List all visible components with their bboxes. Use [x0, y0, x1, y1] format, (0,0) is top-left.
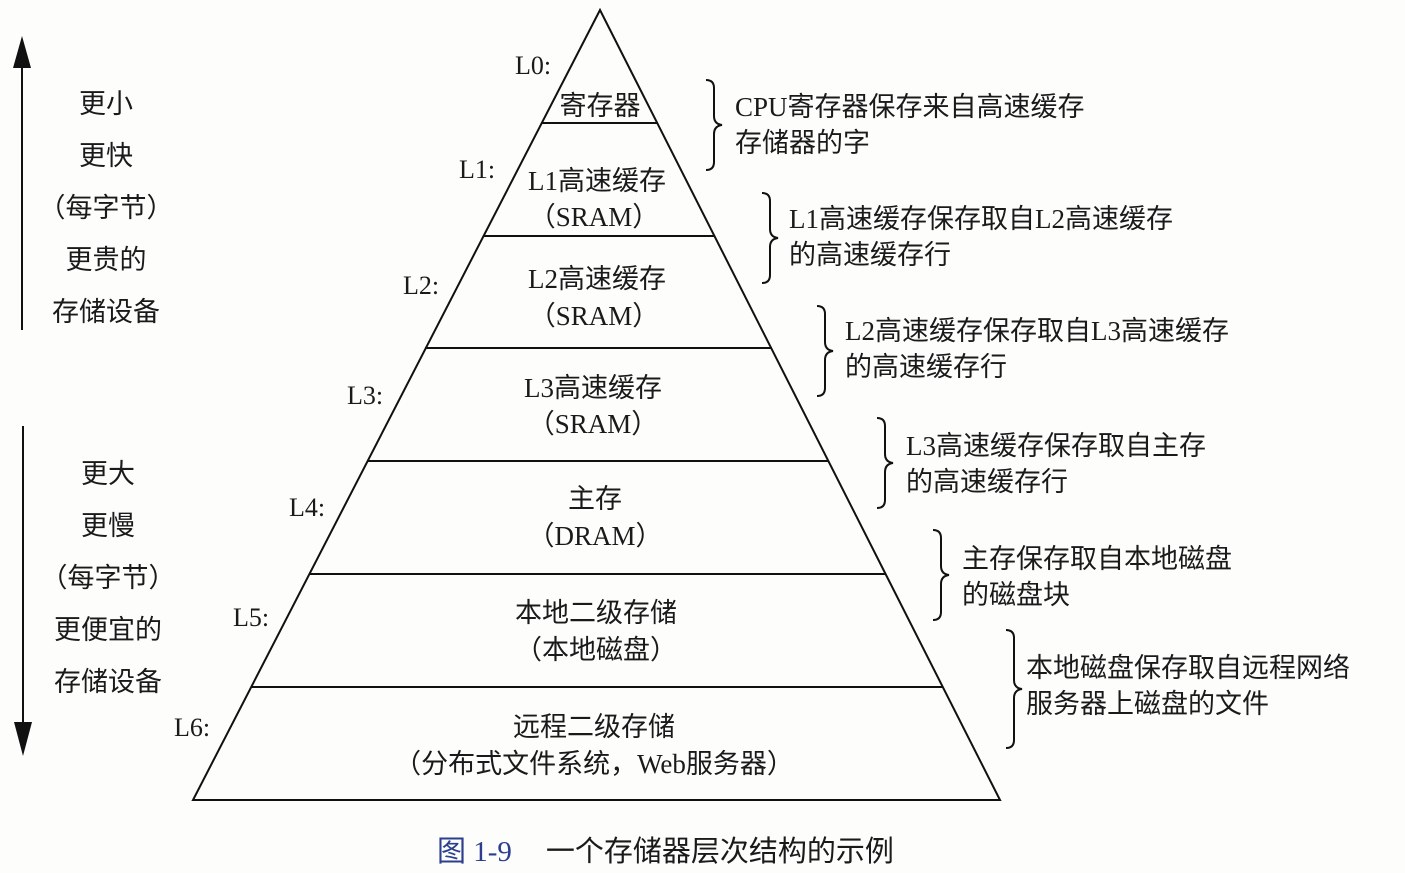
description-l3: L3高速缓存保存取自主存 的高速缓存行 — [906, 428, 1206, 500]
description-line: CPU寄存器保存来自高速缓存 — [735, 92, 1085, 122]
level-tech-l4: （DRAM） — [527, 521, 663, 551]
level-tech-l3: （SRAM） — [527, 409, 659, 439]
level-tech-l1: （SRAM） — [528, 202, 660, 232]
level-dividers — [251, 122, 943, 688]
level-name-l0: 寄存器 — [559, 91, 641, 121]
level-id-l0: L0: — [515, 51, 552, 80]
level-name-l3: L3高速缓存 — [524, 373, 662, 403]
description-line: 的高速缓存行 — [789, 240, 951, 270]
label-line: 更快 — [79, 141, 133, 171]
level-tech-l5: （本地磁盘） — [515, 635, 677, 665]
level-id-l5: L5: — [233, 603, 270, 632]
label-line: （每字节） — [40, 563, 176, 593]
level-id-l6: L6: — [174, 713, 211, 742]
brace-icon-l5 — [1005, 629, 1023, 749]
description-line: 存储器的字 — [735, 128, 870, 158]
level-name-l2: L2高速缓存 — [528, 264, 666, 294]
brace-icon-l2 — [816, 305, 834, 397]
level-name-l1: L1高速缓存 — [528, 166, 666, 196]
level-id-l4: L4: — [289, 493, 326, 522]
level-name-l4: 主存 — [568, 484, 622, 514]
level-tech-l2: （SRAM） — [528, 301, 660, 331]
description-line: 主存保存取自本地磁盘 — [962, 544, 1232, 574]
top-arrow-label: 更小 更快 （每字节） 更贵的 存储设备 — [36, 78, 176, 338]
brace-icon-l4 — [932, 529, 950, 621]
up-arrow-icon — [13, 36, 31, 330]
description-l2: L2高速缓存保存取自L3高速缓存 的高速缓存行 — [845, 313, 1229, 385]
label-line: 更小 — [79, 89, 133, 119]
down-arrow-icon — [14, 426, 32, 756]
figure-number: 图 1-9 — [437, 836, 512, 868]
brace-icon-l1 — [761, 192, 779, 284]
pyramid-outline — [191, 7, 1002, 801]
level-name-l6: 远程二级存储 — [513, 712, 675, 742]
level-id-l2: L2: — [403, 271, 440, 300]
level-tech-l6: （分布式文件系统，Web服务器） — [394, 749, 794, 779]
figure-caption: 图 1-9 一个存储器层次结构的示例 — [437, 828, 894, 870]
label-line: 存储设备 — [52, 297, 160, 327]
label-line: 更便宜的 — [54, 615, 162, 645]
bottom-arrow-label: 更大 更慢 （每字节） 更便宜的 存储设备 — [38, 448, 178, 708]
label-line: 更慢 — [81, 511, 135, 541]
level-name-l5: 本地二级存储 — [515, 598, 677, 628]
description-l4: 主存保存取自本地磁盘 的磁盘块 — [962, 541, 1232, 613]
label-line: 存储设备 — [54, 667, 162, 697]
description-line: L1高速缓存保存取自L2高速缓存 — [789, 204, 1173, 234]
label-line: 更大 — [81, 459, 135, 489]
brace-icon-l3 — [876, 417, 894, 509]
level-id-l1: L1: — [459, 155, 496, 184]
description-l1: L1高速缓存保存取自L2高速缓存 的高速缓存行 — [789, 201, 1173, 273]
description-line: L3高速缓存保存取自主存 — [906, 431, 1206, 461]
description-line: 的磁盘块 — [962, 580, 1070, 610]
description-line: 的高速缓存行 — [845, 352, 1007, 382]
description-line: 的高速缓存行 — [906, 467, 1068, 497]
level-id-l3: L3: — [347, 381, 384, 410]
description-line: L2高速缓存保存取自L3高速缓存 — [845, 316, 1229, 346]
brace-icon-l0 — [705, 79, 723, 171]
description-l0: CPU寄存器保存来自高速缓存 存储器的字 — [735, 89, 1085, 161]
label-line: 更贵的 — [65, 245, 147, 275]
label-line: （每字节） — [38, 193, 174, 223]
description-line: 本地磁盘保存取自远程网络 — [1026, 653, 1350, 683]
brace-icons — [705, 79, 1023, 749]
figure-title: 一个存储器层次结构的示例 — [545, 836, 894, 868]
description-line: 服务器上磁盘的文件 — [1026, 689, 1269, 719]
description-l5: 本地磁盘保存取自远程网络 服务器上磁盘的文件 — [1026, 650, 1350, 722]
